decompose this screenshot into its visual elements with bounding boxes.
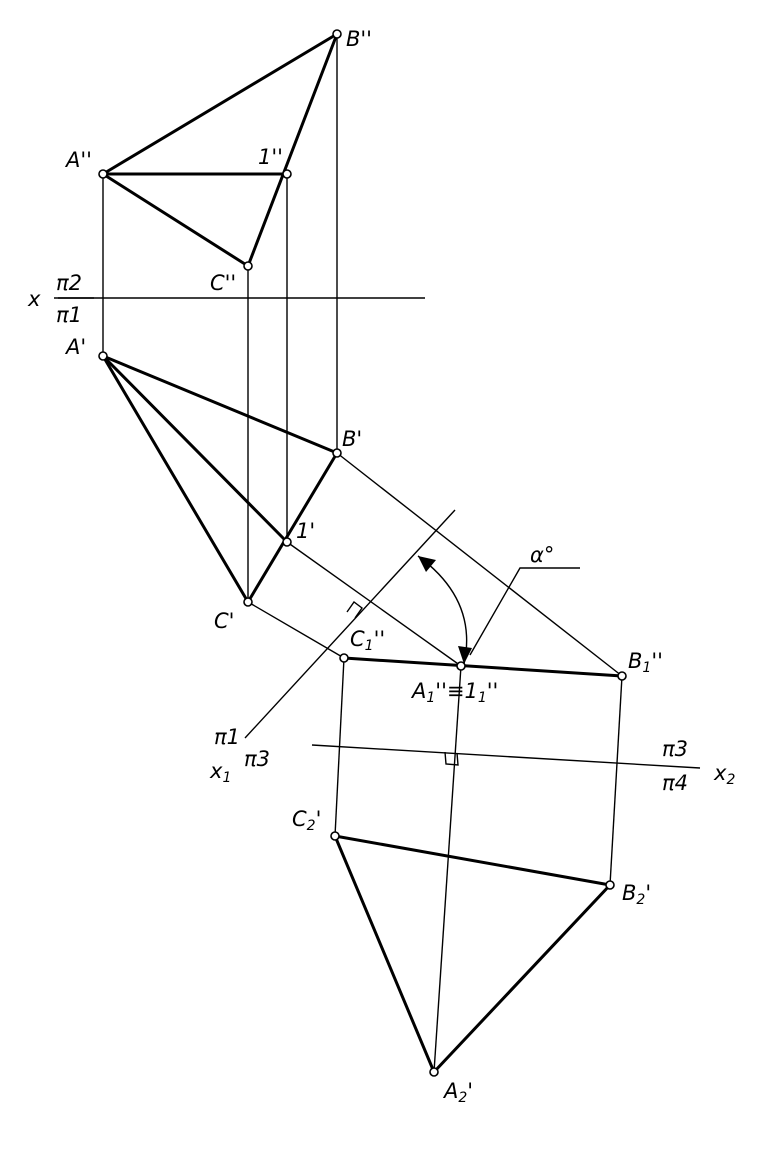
label-angle-alpha: α° bbox=[530, 543, 554, 567]
label-B-horizontal: B' bbox=[342, 427, 362, 451]
edge-B2-C2 bbox=[246, 32, 339, 268]
edge-A1-C1 bbox=[101, 354, 250, 604]
point-C2 bbox=[330, 831, 340, 841]
label-C2: C2' bbox=[292, 807, 321, 834]
label-axis-x2-upper: π3 bbox=[662, 737, 688, 761]
right-angle-marker-x1 bbox=[346, 601, 363, 619]
label-B-frontal: B'' bbox=[346, 27, 372, 51]
edge-A1-B1 bbox=[101, 354, 339, 455]
horizontal-A1-1 bbox=[101, 354, 289, 544]
link-1-to-A1 bbox=[286, 541, 462, 667]
label-A-frontal: A'' bbox=[64, 148, 92, 172]
edge-B2-A2-true bbox=[432, 883, 612, 1074]
point-C-frontal bbox=[243, 261, 253, 271]
label-C1: C1'' bbox=[350, 627, 385, 654]
right-angle-marker-x2 bbox=[444, 751, 459, 766]
point-A-frontal bbox=[98, 169, 108, 179]
point-B2 bbox=[605, 880, 615, 890]
link-B-to-B1 bbox=[336, 452, 623, 677]
point-C1 bbox=[339, 653, 349, 663]
point-A2 bbox=[429, 1067, 439, 1077]
edge-C2-B2-true bbox=[333, 834, 612, 887]
axis-x2 bbox=[311, 744, 701, 769]
label-axis-x2: x2 bbox=[713, 761, 735, 788]
point-A-horizontal bbox=[98, 351, 108, 361]
angle-arrow-lower bbox=[458, 646, 472, 664]
link-C-to-C1 bbox=[247, 601, 345, 659]
label-A-horizontal: A' bbox=[64, 335, 86, 359]
label-axis-x-lower: π1 bbox=[56, 303, 82, 327]
angle-leader bbox=[469, 567, 580, 656]
point-1-frontal bbox=[282, 169, 292, 179]
label-axis-x2-lower: π4 bbox=[662, 771, 688, 795]
label-A1-coincident-11: A1''≡11'' bbox=[410, 679, 498, 706]
link-C1-to-C2 bbox=[334, 657, 345, 837]
link-A1-to-A2 bbox=[433, 665, 462, 1073]
edge-B1-C1 bbox=[246, 451, 339, 604]
label-axis-x1-upper: π1 bbox=[214, 725, 240, 749]
label-C-horizontal: C' bbox=[214, 609, 234, 633]
label-axis-x: x bbox=[27, 287, 41, 311]
point-B-horizontal bbox=[332, 448, 342, 458]
axis-x1 bbox=[244, 509, 456, 739]
point-C-horizontal bbox=[243, 597, 253, 607]
label-1-horizontal: 1' bbox=[296, 519, 315, 543]
label-B2: B2' bbox=[622, 881, 651, 908]
edge-A2-C2 bbox=[101, 172, 250, 268]
label-B1: B1'' bbox=[628, 649, 663, 676]
label-1-frontal: 1'' bbox=[258, 145, 283, 169]
edge-view-C1-B1 bbox=[342, 656, 624, 678]
label-axis-x-upper: π2 bbox=[56, 271, 82, 295]
label-axis-x1-lower: π3 bbox=[244, 747, 270, 771]
link-B1-to-B2 bbox=[609, 675, 623, 886]
angle-arrow-upper bbox=[418, 556, 436, 572]
edge-A2-C2-true bbox=[333, 834, 436, 1074]
label-C-frontal: C'' bbox=[210, 271, 236, 295]
label-A2: A2' bbox=[442, 1079, 473, 1106]
point-B-frontal bbox=[332, 29, 342, 39]
edge-A2-B2 bbox=[101, 32, 339, 176]
point-1-horizontal bbox=[282, 537, 292, 547]
label-axis-x1: x1 bbox=[209, 759, 231, 786]
point-B1 bbox=[617, 671, 627, 681]
point-A1-1-1 bbox=[456, 661, 466, 671]
